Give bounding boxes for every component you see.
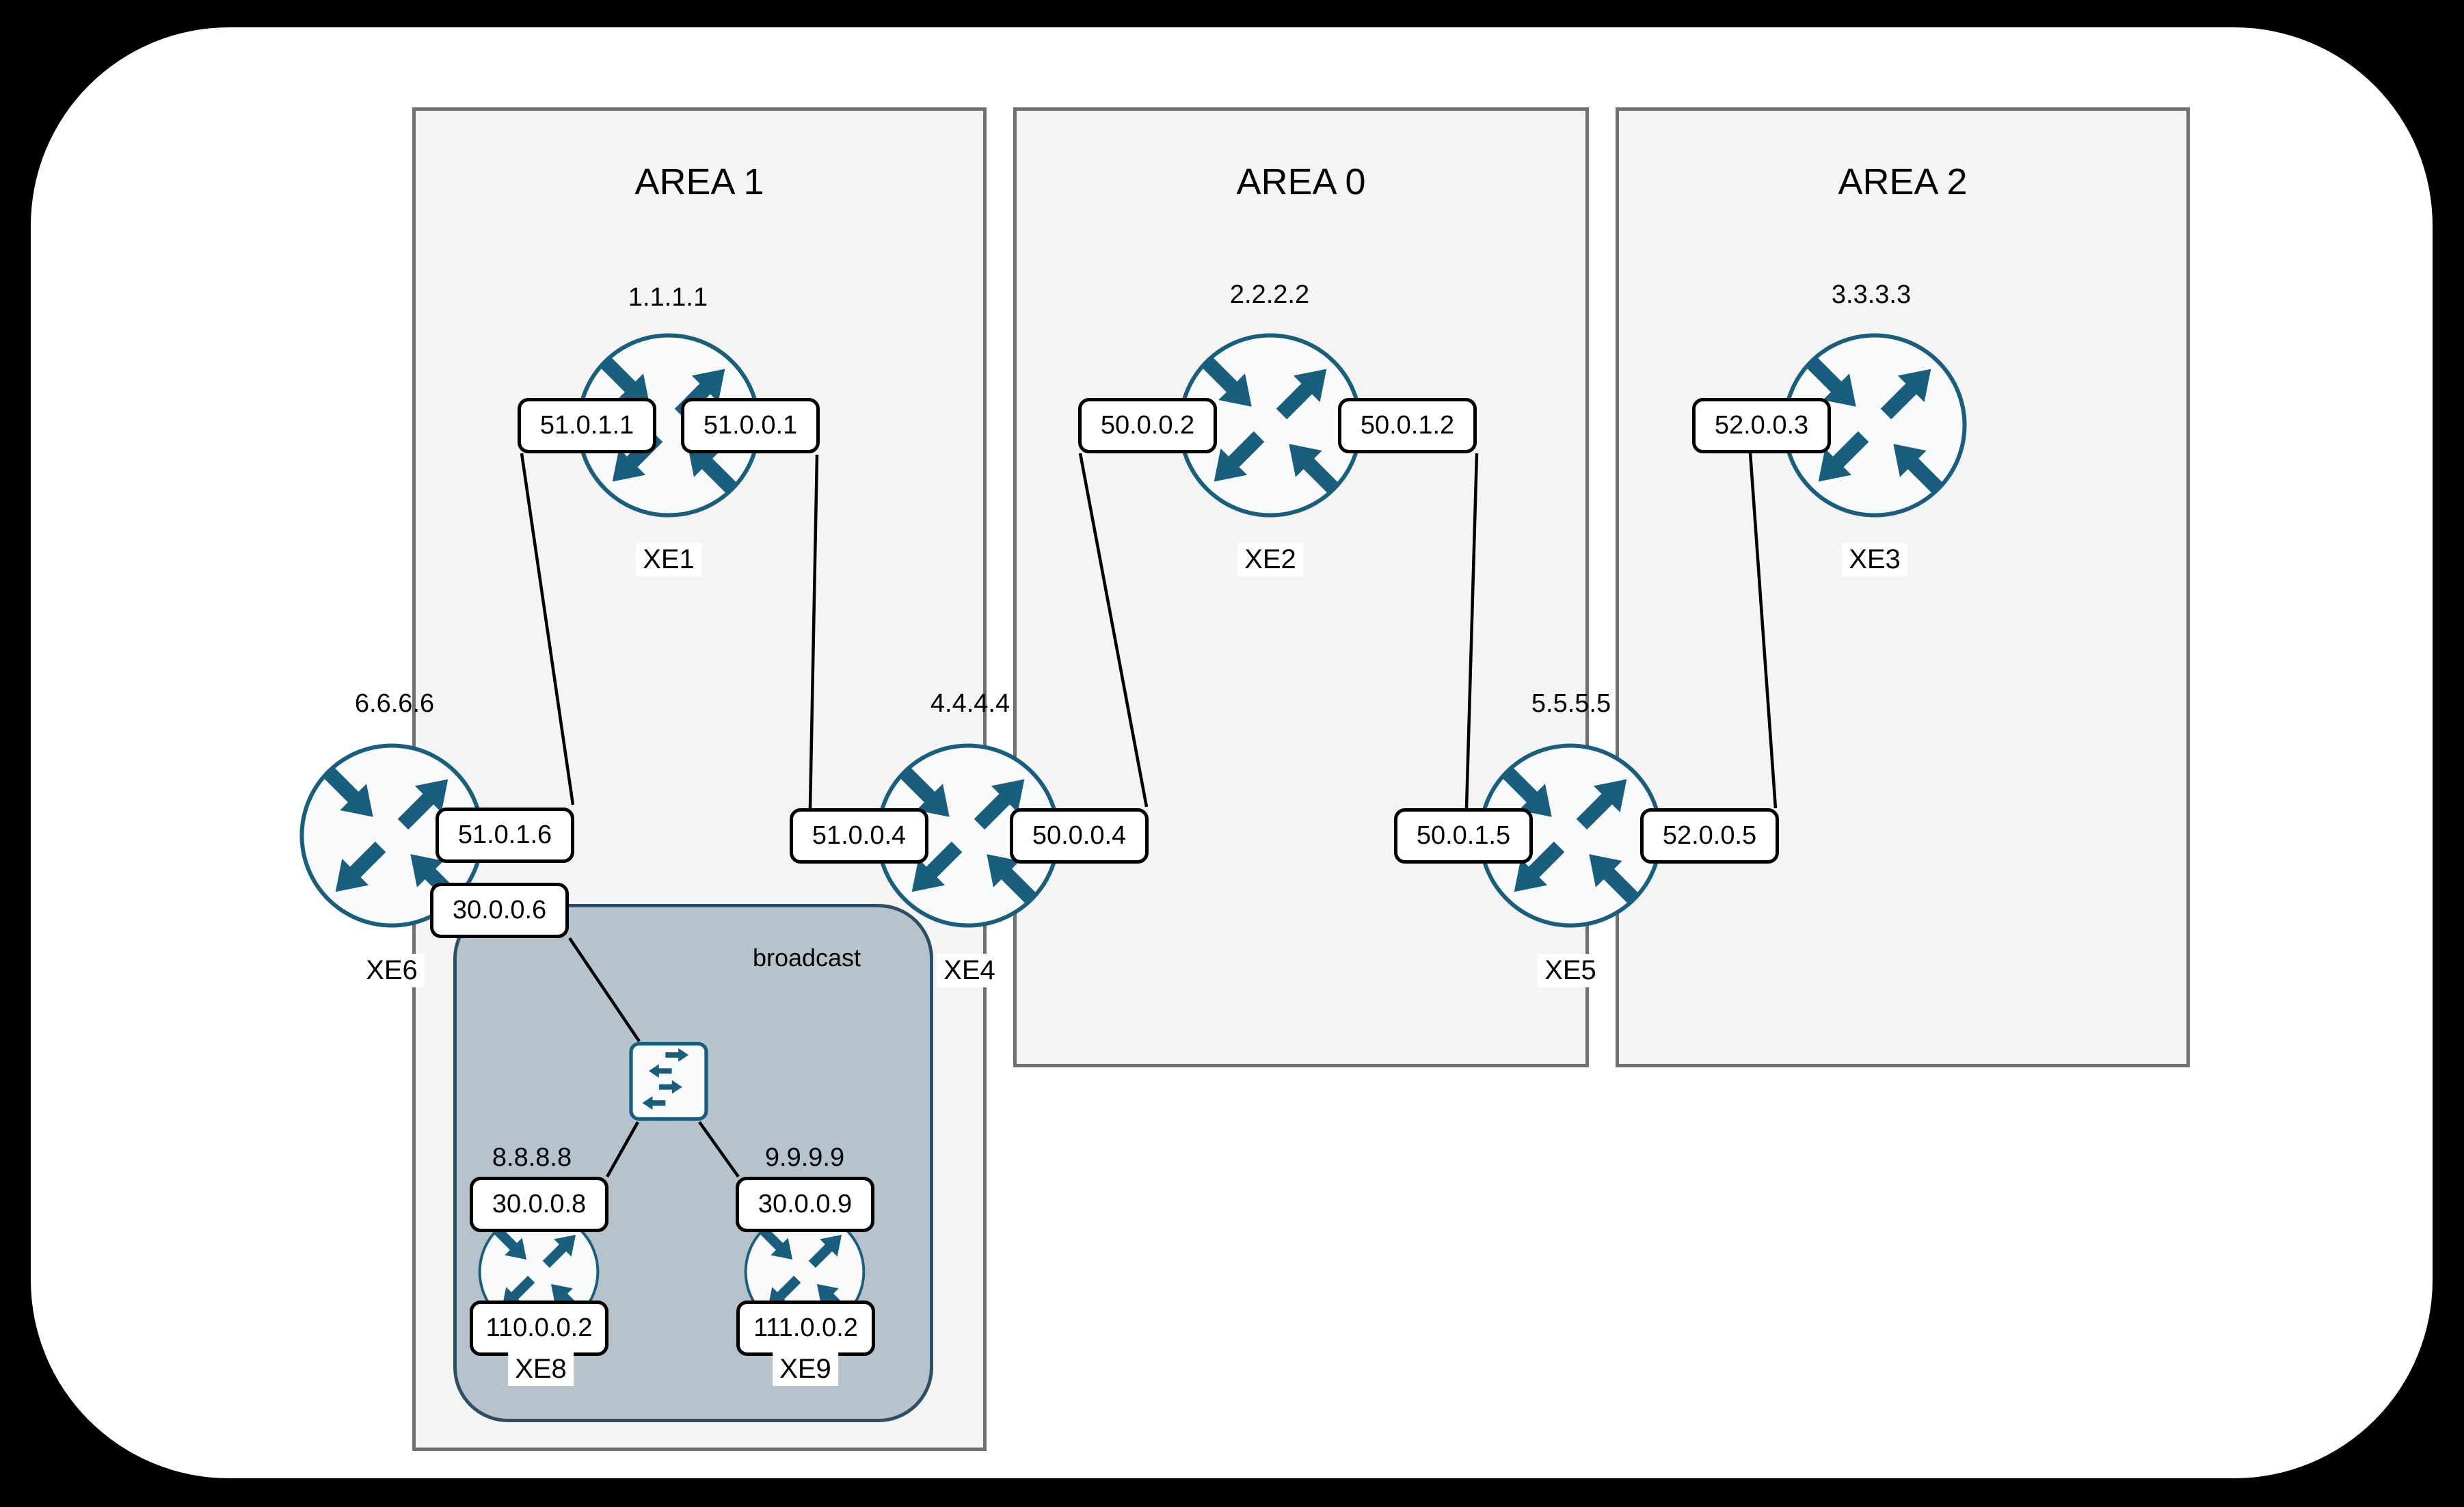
area-0-title: AREA 0 xyxy=(1236,161,1366,202)
router-name: XE6 xyxy=(359,954,425,987)
router-id: 3.3.3.3 xyxy=(1831,280,1912,309)
interface-label: 51.0.0.1 xyxy=(681,398,820,453)
interface-label: 52.0.0.3 xyxy=(1692,398,1831,453)
router-name: XE4 xyxy=(937,954,1002,987)
interface-label: 50.0.1.2 xyxy=(1338,398,1477,453)
router-id: 2.2.2.2 xyxy=(1229,280,1310,309)
interface-label: 51.0.1.1 xyxy=(518,398,656,453)
area-2-title: AREA 2 xyxy=(1838,161,1968,202)
router-name: XE2 xyxy=(1237,543,1303,576)
router-id: 5.5.5.5 xyxy=(1531,689,1611,718)
interface-label: 30.0.0.8 xyxy=(470,1177,608,1232)
interface-label: 110.0.0.2 xyxy=(470,1301,608,1356)
interface-label: 50.0.0.4 xyxy=(1010,808,1149,864)
router-name: XE9 xyxy=(773,1352,838,1386)
interface-label: 50.0.1.5 xyxy=(1394,808,1533,864)
router-id: 1.1.1.1 xyxy=(628,283,708,312)
interface-label: 51.0.1.6 xyxy=(436,808,574,863)
interface-label: 30.0.0.9 xyxy=(736,1177,874,1232)
router-id: 4.4.4.4 xyxy=(930,689,1010,718)
broadcast-label: broadcast xyxy=(752,944,861,972)
area-1-title: AREA 1 xyxy=(634,161,764,202)
switch-icon xyxy=(629,1041,708,1121)
router-name: XE3 xyxy=(1842,543,1907,576)
interface-label: 111.0.0.2 xyxy=(736,1301,875,1356)
router-id: 8.8.8.8 xyxy=(492,1143,572,1172)
diagram-panel: AREA 1 AREA 0 AREA 2 broadcast xyxy=(31,27,2433,1478)
interface-label: 50.0.0.2 xyxy=(1078,398,1217,453)
router-id: 6.6.6.6 xyxy=(354,689,435,718)
switch-node xyxy=(628,1041,710,1121)
router-name: XE5 xyxy=(1538,954,1603,987)
interface-label: 30.0.0.6 xyxy=(430,883,569,938)
area-2-box: AREA 2 xyxy=(1616,107,2190,1067)
router-name: XE1 xyxy=(636,543,701,576)
router-name: XE8 xyxy=(508,1352,574,1386)
interface-label: 52.0.0.5 xyxy=(1640,808,1779,864)
router-id: 9.9.9.9 xyxy=(764,1143,845,1172)
interface-label: 51.0.0.4 xyxy=(790,808,928,864)
